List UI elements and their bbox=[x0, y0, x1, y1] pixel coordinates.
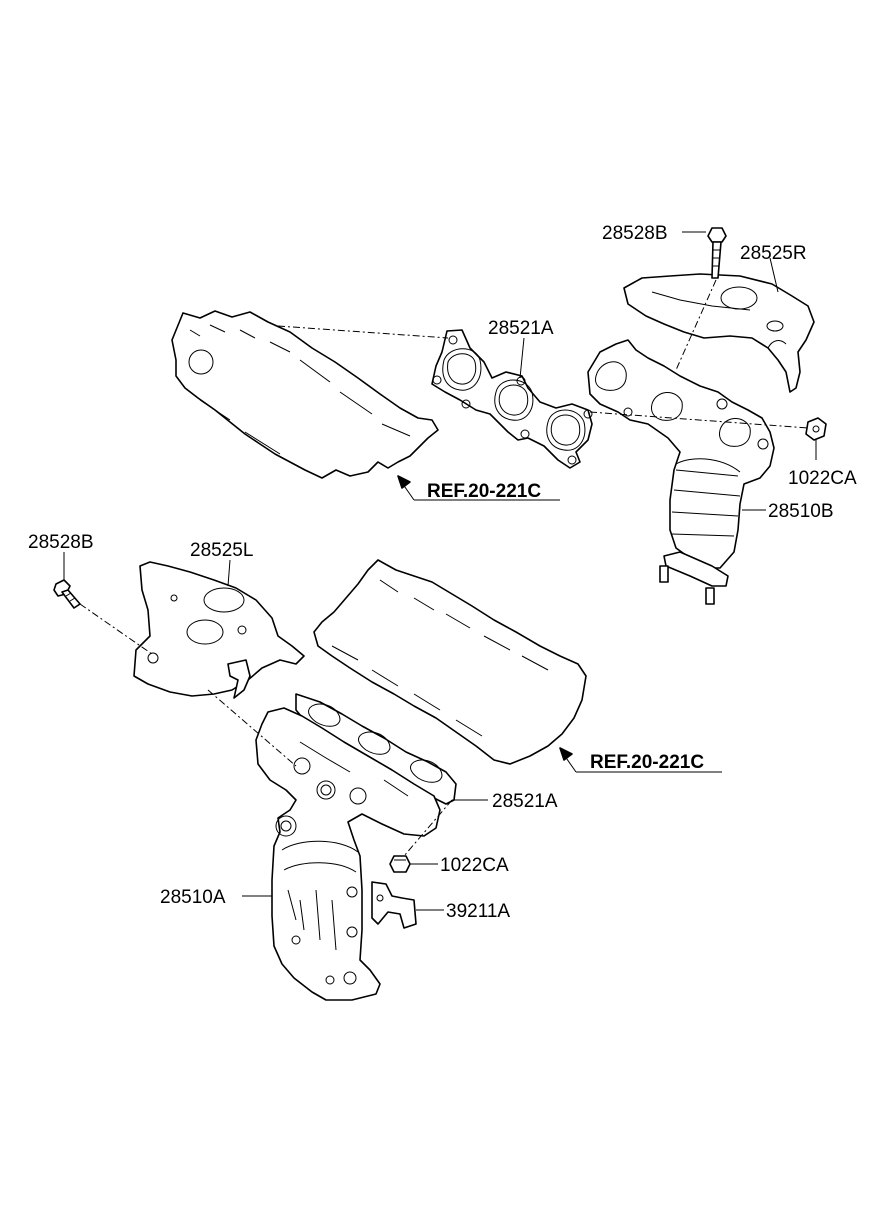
dashed-line-gasket-to-nut-lower bbox=[403, 799, 453, 857]
cylinder-head-upper bbox=[171, 310, 439, 479]
dashed-line-shield-to-manifold-lower bbox=[207, 689, 297, 767]
dashed-line-head-to-gasket-upper bbox=[277, 325, 449, 339]
label-bolt-right: 28528B bbox=[602, 223, 668, 244]
label-nut-right: 1022CA bbox=[788, 468, 857, 489]
label-bolt-left: 28528B bbox=[28, 532, 94, 553]
label-heat-shield-left: 28525L bbox=[190, 540, 253, 561]
leader-gasket-upper bbox=[519, 337, 525, 379]
arrow-ref-upper bbox=[397, 475, 411, 489]
bracket-left bbox=[371, 881, 417, 929]
bolt-right bbox=[707, 227, 727, 279]
cylinder-head-lower bbox=[313, 559, 587, 765]
nut-right bbox=[805, 417, 827, 441]
label-manifold-right: 28510B bbox=[768, 501, 834, 522]
heat-shield-right bbox=[623, 273, 815, 393]
gasket-upper bbox=[431, 329, 593, 469]
leader-heat-shield-left bbox=[227, 559, 231, 587]
exhaust-manifold-right bbox=[587, 339, 775, 605]
dashed-line-bolt-to-manifold-upper bbox=[675, 279, 717, 371]
nut-left bbox=[389, 855, 411, 873]
dashed-line-gasket-to-manifold-upper bbox=[589, 411, 809, 429]
label-nut-left: 1022CA bbox=[440, 855, 509, 876]
label-bracket-left: 39211A bbox=[446, 901, 510, 922]
arrow-ref-lower bbox=[559, 747, 573, 761]
label-manifold-left: 28510A bbox=[160, 887, 226, 908]
leader-heat-shield-right bbox=[769, 257, 779, 293]
label-ref-lower: REF.20-221C bbox=[590, 752, 704, 773]
label-gasket-upper: 28521A bbox=[488, 318, 554, 339]
heat-shield-left bbox=[133, 561, 305, 699]
exhaust-manifold-left bbox=[255, 707, 441, 1001]
label-heat-shield-right: 28525R bbox=[740, 243, 807, 264]
label-ref-upper: REF.20-221C bbox=[427, 481, 541, 502]
bolt-left bbox=[53, 579, 81, 609]
label-gasket-lower: 28521A bbox=[492, 791, 558, 812]
